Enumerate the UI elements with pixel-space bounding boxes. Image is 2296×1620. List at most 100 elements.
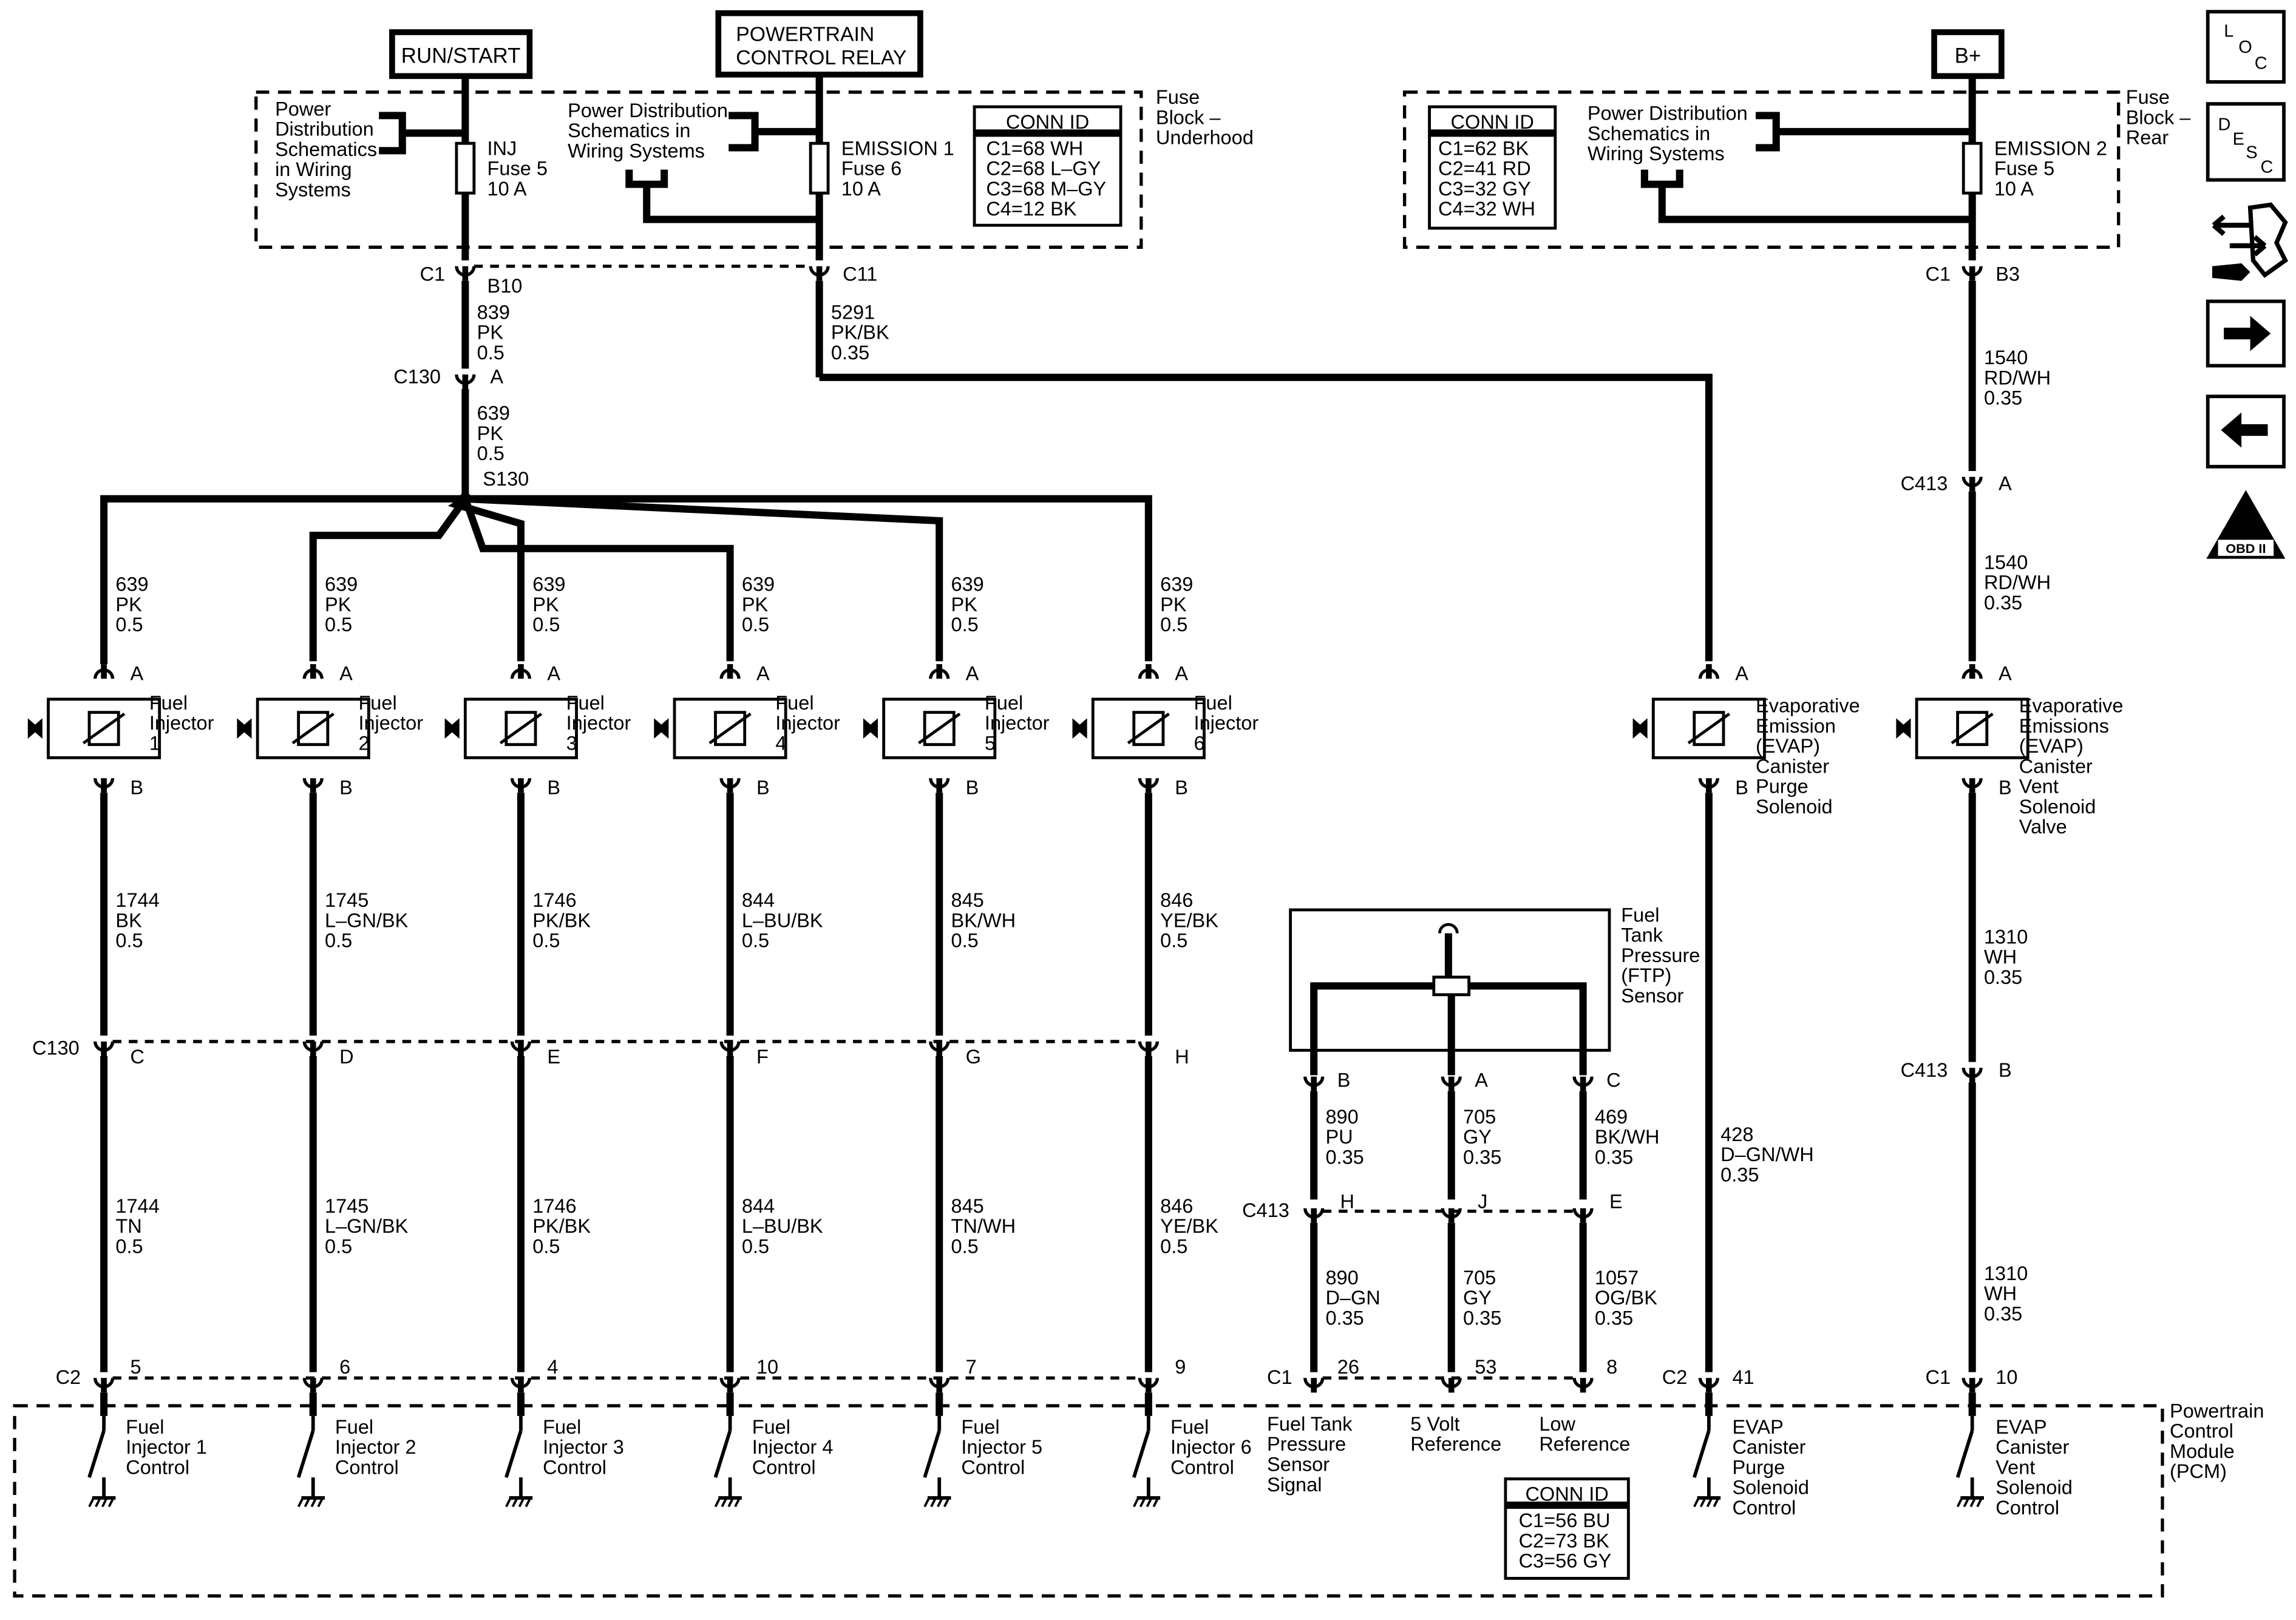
injector-3-name-label: 3 [566,732,577,754]
injector-2-feed-label: 639 [325,574,358,595]
evap-vent-switch-ground-icon [1969,1497,1977,1508]
run-start-label: RUN/START [401,44,521,68]
injector-4-name-label: 4 [775,732,786,754]
bplus-label: B+ [1955,44,1982,68]
injector-2-feed-label: 0.5 [325,614,352,635]
wire-639-label: PK [477,422,504,444]
pds-bracket [729,112,759,152]
injector-6-name-label: 6 [1194,732,1205,754]
c130-mid-label: C130 [32,1037,80,1059]
wire-1310b-label: WH [1984,1283,2017,1304]
pcm-outline [13,1404,2164,1598]
pcm-label: Module [2170,1440,2235,1462]
pds-left-label: Schematics [275,138,377,160]
ftp-sensor-element-icon [1432,975,1471,997]
injector-4-pin-a-label: A [756,663,770,685]
injector-5-pin-a-label: A [966,663,979,685]
conn-id-pcm-row: C1=56 BU [1519,1510,1611,1531]
injector-bus-wire [465,495,1152,662]
injector-1-pcm-pin-label: 5 [130,1356,141,1378]
evap-vent-name-label: Vent [2019,776,2059,798]
evap-vent-pcm-label: Control [1995,1497,2059,1519]
injector-3-switch-ground-icon [505,1497,512,1508]
evap-vent-pin-a-label: A [1999,663,2012,685]
injector-1-pin-b-label: B [130,777,143,799]
ftp-pin-A-pcm-pin-label: 53 [1475,1356,1496,1378]
pds-left-label: in Wiring [275,158,352,180]
bplus-box [1931,29,2005,80]
ftp-signal-pcm-label: Pressure [1267,1433,1346,1455]
c2-left-label: C2 [56,1366,81,1388]
conn-id-underhood-row: C3=68 M–GY [986,178,1106,200]
injector-1-pcm-label: Control [126,1456,189,1478]
injector-5-coil-icon [918,713,961,745]
injector-5-switch-ground-icon [923,1497,931,1508]
injector-6-wire-lower-label: 846 [1160,1195,1193,1217]
conn-id-pcm-row: C2=73 BK [1519,1530,1609,1551]
ftp-sensor-name-label: Pressure [1621,944,1700,966]
wire-428-label: 0.35 [1720,1164,1759,1185]
c1-label: C1 [420,263,446,285]
loc-icon-letter: C [2255,53,2267,73]
c130-top-label: C130 [393,365,441,387]
run-start-box [389,29,533,80]
pds-rear-label: Power Distribution [1588,103,1748,124]
conn-id-rear-box [1428,105,1557,230]
ftp-5v-pcm-label: Reference [1410,1433,1501,1455]
injector-2-switch-ground-icon [317,1497,324,1508]
conn-id-underhood-row: C1=68 WH [986,137,1083,159]
injector-2-switch [296,1430,315,1478]
fuse-block-rear-outline [1402,90,2121,249]
connector-tool-icon [2247,202,2289,279]
emission1-fuse-label: EMISSION 1 [841,137,954,159]
injector-6-switch-ground-icon [1152,1497,1160,1508]
injector-2-wire-upper-label: 1745 [325,889,369,911]
injector-4-wire-upper-label: 844 [742,889,775,911]
evap-purge-pin-a-label: A [1735,663,1748,685]
emission2-fuse-label: EMISSION 2 [1994,137,2107,159]
injector-5-pcm-label: Control [961,1456,1025,1478]
injector-2-switch-ground-icon [304,1497,311,1508]
injector-3-coil-icon [499,713,543,745]
injector-6-pcm-label: Control [1170,1456,1234,1478]
loc-icon-letter: O [2238,38,2252,57]
injector-2-pcm-label: Injector 2 [335,1436,416,1458]
injector-4-feed-label: 639 [742,574,775,595]
arrow-right-icon [2224,316,2271,351]
wire-1310a-label: WH [1984,946,2017,968]
ftp-pin-C-wire-upper-label: 0.35 [1595,1146,1633,1168]
ftp-pin-C-wire-lower-label: 0.35 [1595,1307,1633,1329]
b3-label: B3 [1995,263,2020,285]
injector-5-wire-upper-label: 0.5 [951,930,978,952]
injector-4-feed-label: 0.5 [742,614,769,635]
emission1-fuse-icon [809,141,830,195]
injector-3-wire-upper-label: 1746 [532,889,576,911]
injector-5-pcm-pin-label: 7 [966,1356,977,1378]
ftp-pin-A-wire-lower-label: 705 [1463,1267,1496,1289]
pds-wire [643,184,820,223]
injector-3-wire-upper-label: 0.5 [532,930,560,952]
injector-2-name-label: Fuel [358,692,396,714]
evap-vent-name-label: Evaporative [2019,695,2124,717]
ftp-pin-A-wire-lower-label: 0.35 [1463,1307,1501,1329]
emission2-fuse-label: 10 A [1994,178,2034,200]
ftp-pin-B-label: B [1337,1069,1351,1091]
injector-bus-wire [465,495,943,662]
injector-4-arrow-icon [657,718,669,739]
evap-vent-c413-label: C413 [1901,1059,1948,1081]
injector-5-name-label: 5 [985,732,996,754]
ftp-pin-B-wire-upper-label: 0.35 [1325,1146,1364,1168]
injector-4-switch [713,1430,732,1478]
ftp-pin-A-wire-lower-label: GY [1463,1287,1492,1309]
injector-6-coil-icon [1127,713,1170,745]
emission1-fuse-label: Fuse 6 [841,158,902,180]
evap-purge-pcm-label: Canister [1732,1436,1805,1458]
injector-3-name-label: Fuel [566,692,605,714]
evap-purge-pcm-label: EVAP [1732,1416,1783,1438]
powertrain-relay-label: POWERTRAIN [736,22,874,46]
ftp-pin-C-pcm-pin-label: 8 [1606,1356,1617,1378]
b10-label: B10 [487,275,523,297]
evap-purge-name-label: Emission [1756,715,1836,737]
wire-639-label: 639 [477,402,510,424]
